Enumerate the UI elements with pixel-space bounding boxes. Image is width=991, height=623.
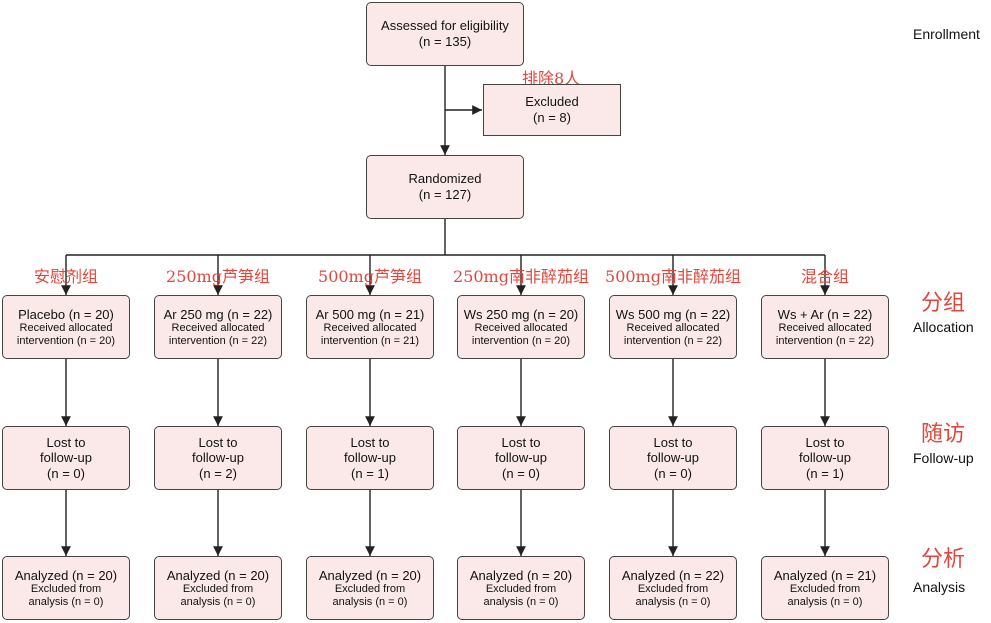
- analyzed-title: Analyzed (n = 21): [773, 567, 877, 583]
- excluded-from-label: Excluded from: [30, 583, 102, 596]
- excluded-cn-label: 排除8人: [522, 69, 581, 88]
- lost-count: (n = 0): [654, 465, 692, 481]
- allocation-intervention: intervention (n = 22): [775, 334, 875, 347]
- followup-label: follow-up: [343, 450, 397, 466]
- excluded-analysis-count: analysis (n = 0): [332, 595, 408, 608]
- group-cn-label: 500mg芦笋组: [318, 267, 422, 286]
- allocation-title: Ar 500 mg (n = 21): [315, 306, 425, 322]
- excluded-from-label: Excluded from: [182, 583, 254, 596]
- stage-enrollment-label: Enrollment: [913, 26, 980, 42]
- lost-label: Lost to: [46, 434, 86, 450]
- allocation-title: Placebo (n = 20): [18, 306, 114, 322]
- group-cn-label: 安慰剂组: [33, 267, 98, 286]
- randomized-title: Randomized: [408, 171, 482, 187]
- lost-label: Lost to: [350, 434, 390, 450]
- lost-count: (n = 1): [351, 465, 389, 481]
- group-cn-label: 250mg芦笋组: [166, 267, 270, 286]
- analyzed-title: Analyzed (n = 20): [14, 567, 118, 583]
- allocation-received: Received allocated: [19, 322, 113, 335]
- lost-count: (n = 0): [47, 465, 85, 481]
- excluded-count: (n = 8): [533, 110, 571, 125]
- excluded-from-label: Excluded from: [637, 583, 709, 596]
- followup-label: follow-up: [191, 450, 245, 466]
- excluded-analysis-count: analysis (n = 0): [787, 595, 863, 608]
- allocation-title: Ar 250 mg (n = 22): [163, 306, 273, 322]
- randomized-count: (n = 127): [418, 187, 472, 202]
- lost-count: (n = 2): [199, 465, 237, 481]
- lost-count: (n = 1): [806, 465, 844, 481]
- followup-label: follow-up: [494, 450, 548, 466]
- excluded-box: Excluded (n = 8): [483, 84, 621, 136]
- allocation-intervention: intervention (n = 20): [471, 334, 571, 347]
- lost-label: Lost to: [653, 434, 693, 450]
- stage-allocation-label: Allocation: [913, 319, 974, 335]
- stage-analysis-cn: 分析: [921, 547, 966, 572]
- excluded-from-label: Excluded from: [334, 583, 406, 596]
- stage-analysis-label: Analysis: [913, 579, 966, 595]
- stage-followup-label: Follow-up: [913, 450, 974, 466]
- followup-label: follow-up: [798, 450, 852, 466]
- followup-label: follow-up: [646, 450, 700, 466]
- randomized-box: Randomized (n = 127): [366, 155, 524, 219]
- allocation-intervention: intervention (n = 21): [320, 334, 420, 347]
- allocation-title: Ws + Ar (n = 22): [777, 306, 873, 322]
- excluded-analysis-count: analysis (n = 0): [483, 595, 559, 608]
- allocation-title: Ws 250 mg (n = 20): [463, 306, 579, 322]
- analyzed-title: Analyzed (n = 20): [166, 567, 270, 583]
- group-cn-label: 混合组: [800, 267, 849, 286]
- excluded-analysis-count: analysis (n = 0): [635, 595, 711, 608]
- excluded-from-label: Excluded from: [789, 583, 861, 596]
- assessed-count: (n = 135): [418, 34, 472, 49]
- lost-label: Lost to: [501, 434, 541, 450]
- allocation-received: Received allocated: [474, 322, 568, 335]
- excluded-title: Excluded: [525, 94, 579, 110]
- analyzed-title: Analyzed (n = 22): [621, 567, 725, 583]
- lost-count: (n = 0): [502, 465, 540, 481]
- allocation-title: Ws 500 mg (n = 22): [615, 306, 731, 322]
- followup-label: follow-up: [39, 450, 93, 466]
- stage-allocation-cn: 分组: [921, 291, 966, 316]
- group-cn-label: 250mg南非醉茄组: [453, 267, 589, 286]
- analyzed-title: Analyzed (n = 20): [469, 567, 573, 583]
- group-cn-label: 500mg南非醉茄组: [605, 267, 741, 286]
- allocation-received: Received allocated: [778, 322, 872, 335]
- analyzed-title: Analyzed (n = 20): [318, 567, 422, 583]
- excluded-analysis-count: analysis (n = 0): [180, 595, 256, 608]
- lost-label: Lost to: [805, 434, 845, 450]
- lost-label: Lost to: [198, 434, 238, 450]
- allocation-received: Received allocated: [323, 322, 417, 335]
- assessed-title: Assessed for eligibility: [381, 18, 509, 34]
- assessed-box: Assessed for eligibility (n = 135): [366, 2, 524, 66]
- allocation-intervention: intervention (n = 22): [623, 334, 723, 347]
- excluded-analysis-count: analysis (n = 0): [28, 595, 104, 608]
- allocation-intervention: intervention (n = 20): [16, 334, 116, 347]
- allocation-intervention: intervention (n = 22): [168, 334, 268, 347]
- excluded-from-label: Excluded from: [485, 583, 557, 596]
- stage-followup-cn: 随访: [921, 422, 966, 447]
- allocation-received: Received allocated: [171, 322, 265, 335]
- allocation-received: Received allocated: [626, 322, 720, 335]
